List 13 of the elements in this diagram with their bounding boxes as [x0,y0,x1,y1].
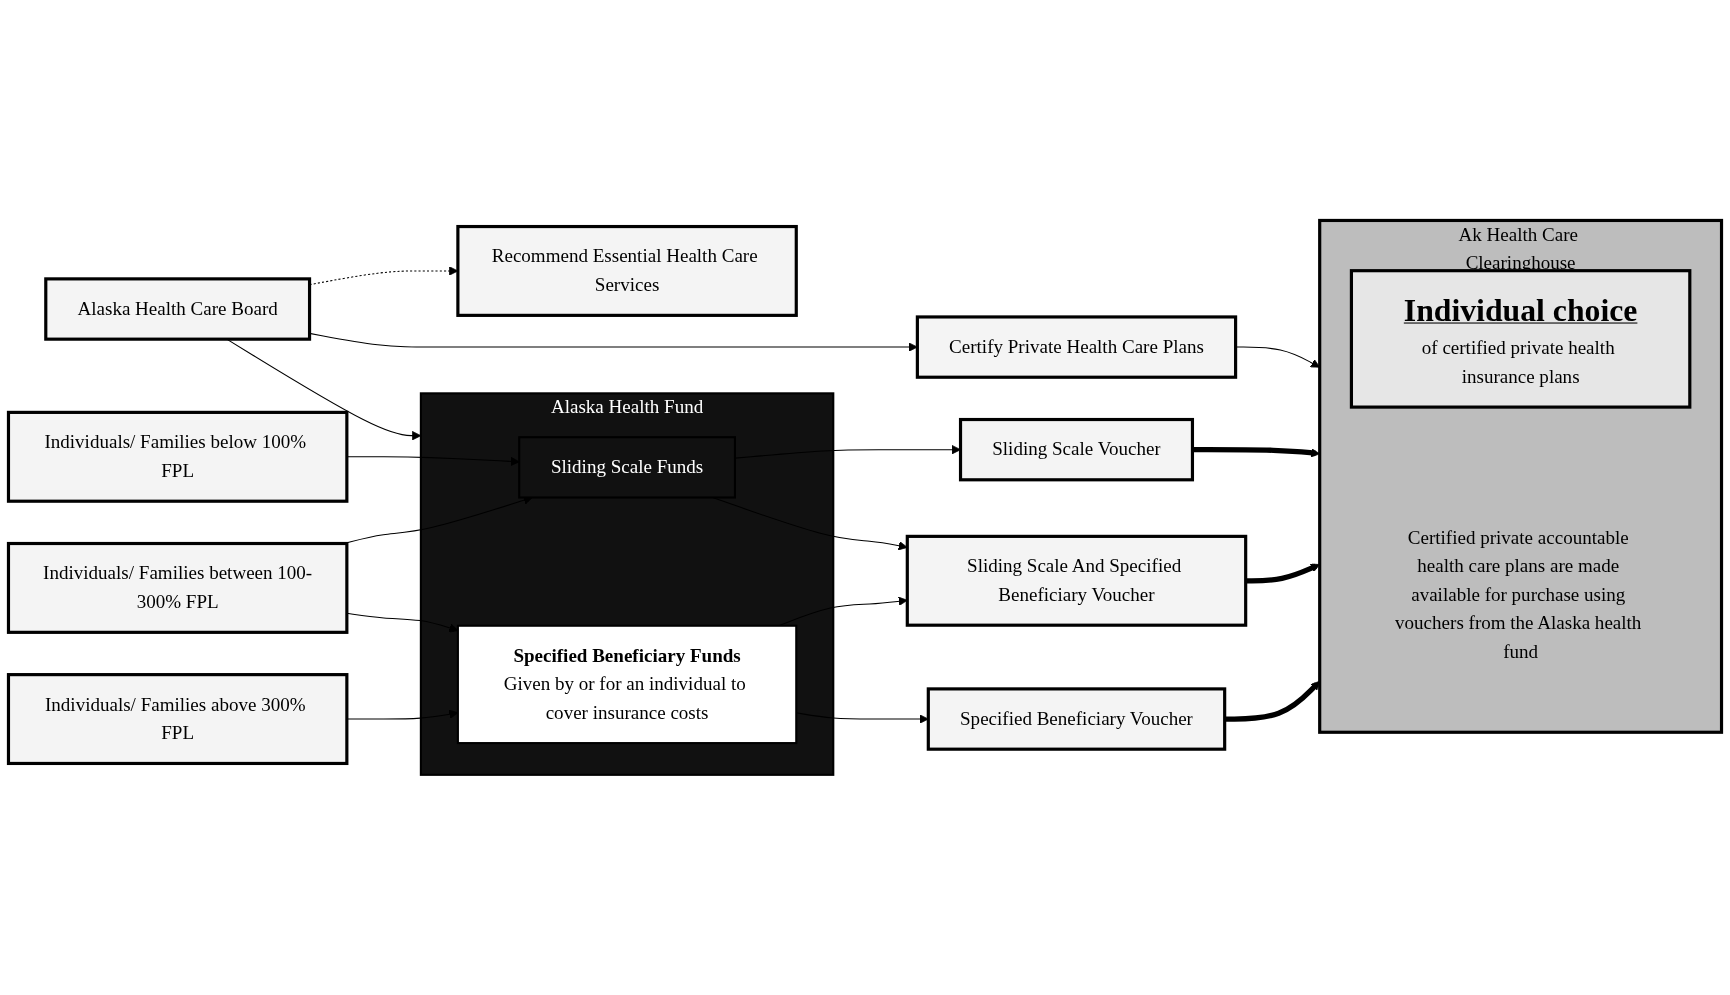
arrow [1192,446,1321,458]
node-box: Individuals/ Families above 300% FPL [6,672,349,765]
node-box: Individual choice of certified private health insurance plans [1349,268,1692,409]
node-box: Sliding Scale And Specified Beneficiary Voucher [905,534,1248,627]
node-box: Recommend Essential Health Care Services [456,224,798,317]
node-box: Individuals/ Families below 100% FPL [6,410,349,503]
node-box: Specified Beneficiary Voucher [926,687,1227,751]
arrow [1224,680,1321,722]
node-box: Certify Private Health Care Plans [915,315,1238,379]
node-box: Sliding Scale Voucher [958,417,1195,482]
node-box: Specified Beneficiary Funds Given by or for an individual to cover insurance costs [456,624,798,744]
node-box: Alaska Health Care Board [44,277,312,341]
node-box: Individuals/ Families between 100-300% FPL [6,541,349,634]
